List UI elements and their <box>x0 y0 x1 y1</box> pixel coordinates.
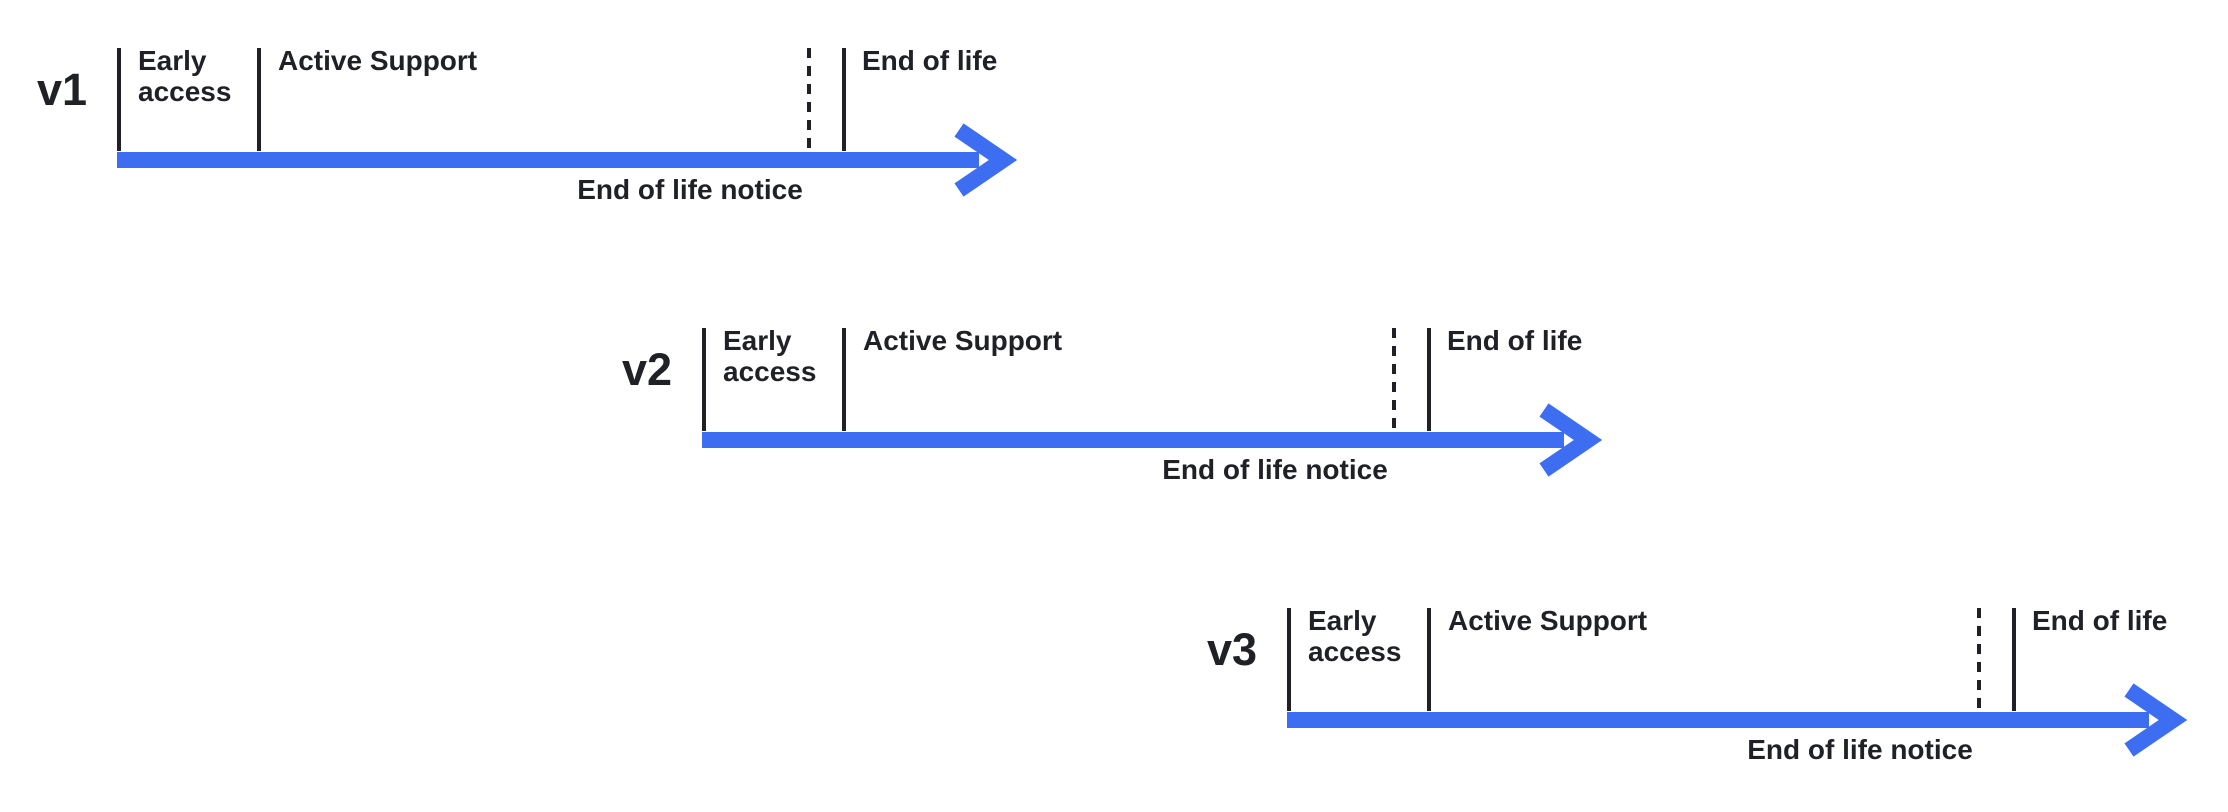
active-support-start-tick <box>1427 608 1431 711</box>
timeline-arrow-icon <box>1287 683 2188 757</box>
end-of-life-label: End of life <box>1447 325 1583 356</box>
end-of-life-tick <box>842 48 846 151</box>
timeline-row-v2: v2 Early access Active Support End of li… <box>622 325 1622 503</box>
active-support-label: Active Support <box>278 45 478 76</box>
early-access-label: Early access <box>723 325 817 387</box>
timeline-arrow-icon <box>117 123 1018 197</box>
active-support-start-tick <box>842 328 846 431</box>
early-access-start-tick <box>702 328 706 431</box>
end-of-life-notice-label: End of life notice <box>577 174 803 205</box>
version-label: v2 <box>621 344 672 395</box>
active-support-label: Active Support <box>1448 605 1648 636</box>
early-access-label: Early access <box>138 45 232 107</box>
version-label: v1 <box>36 64 87 115</box>
early-access-start-tick <box>1287 608 1291 711</box>
end-of-life-tick <box>1427 328 1431 431</box>
end-of-life-notice-label: End of life notice <box>1162 454 1388 485</box>
early-access-label: Early access <box>1308 605 1402 667</box>
early-access-start-tick <box>117 48 121 151</box>
end-of-life-tick <box>2012 608 2016 711</box>
timeline-row-v1: v1 Early access Active Support End of li… <box>37 45 1037 223</box>
end-of-life-label: End of life <box>2032 605 2168 636</box>
end-of-life-notice-dashed-line <box>1977 608 1981 711</box>
timeline-arrow-icon <box>702 403 1603 477</box>
timeline-row-v3: v3 Early access Active Support End of li… <box>1207 605 2207 783</box>
active-support-start-tick <box>257 48 261 151</box>
version-label: v3 <box>1206 624 1257 675</box>
end-of-life-label: End of life <box>862 45 998 76</box>
active-support-label: Active Support <box>863 325 1063 356</box>
end-of-life-notice-dashed-line <box>807 48 811 151</box>
end-of-life-notice-label: End of life notice <box>1747 734 1973 765</box>
end-of-life-notice-dashed-line <box>1392 328 1396 431</box>
